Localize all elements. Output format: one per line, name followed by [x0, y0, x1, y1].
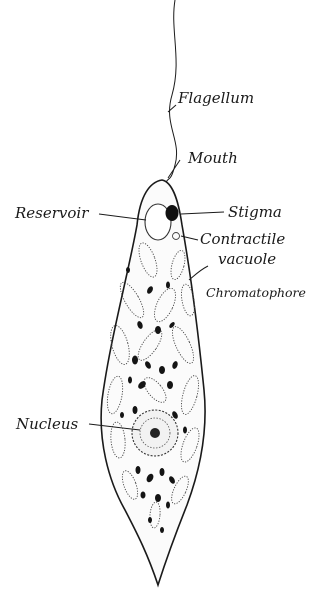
- contractile-vacuole-label-line1: Contractile: [200, 230, 285, 248]
- flagellum: [165, 0, 177, 185]
- stigma-label: Stigma: [228, 203, 282, 221]
- stigma-leader: [181, 212, 224, 214]
- chromatophore-leader: [189, 266, 208, 280]
- stigma: [166, 205, 179, 221]
- chromatophore-label: Chromatophore: [206, 285, 306, 300]
- contractile-vacuole-label-line2: vacuole: [218, 250, 276, 268]
- flagellum-label: Flagellum: [177, 89, 254, 107]
- cell-body: [101, 180, 205, 585]
- nucleus: [132, 410, 178, 456]
- reservoir-label: Reservoir: [14, 204, 89, 222]
- mouth-leader: [168, 160, 180, 178]
- mouth-label: Mouth: [187, 149, 238, 167]
- nucleus-label: Nucleus: [15, 415, 79, 433]
